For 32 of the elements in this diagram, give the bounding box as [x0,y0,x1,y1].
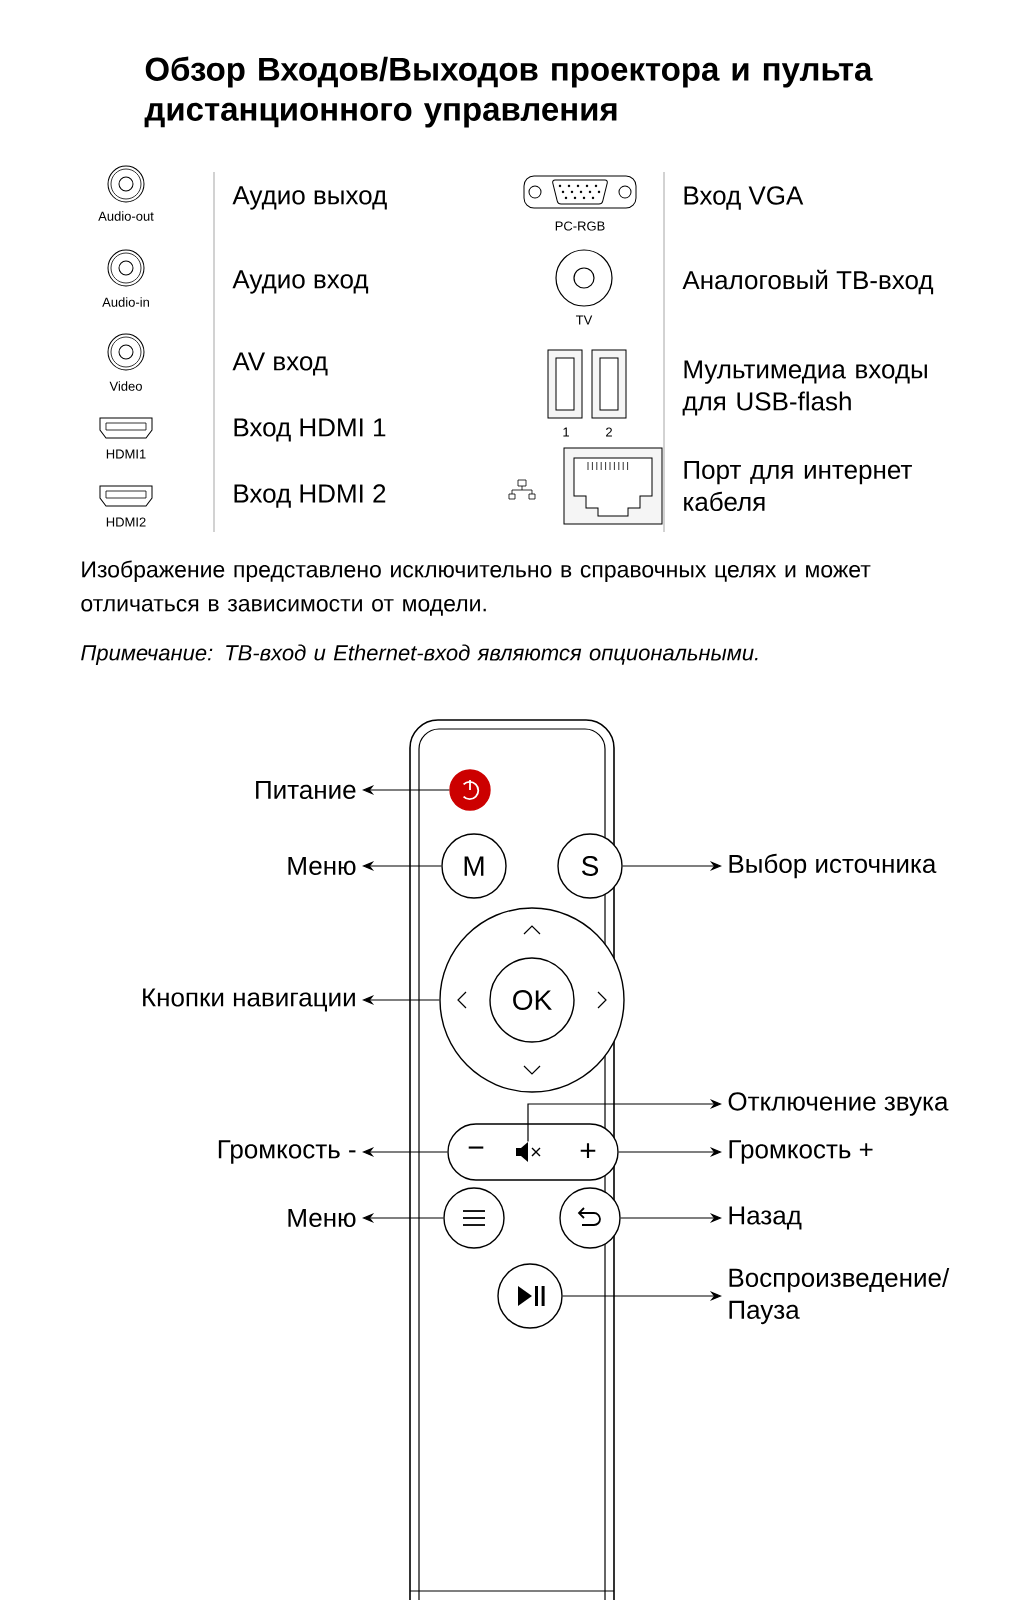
disclaimer-note: Изображение представлено исключительно в справочных целях и может отличаться в зависимости от модели. [81,560,871,616]
port-label: Аналоговый ТВ-вход [682,269,934,295]
callout-label: Воспроизведение/ Пауза [729,1267,950,1325]
title: Обзор Входов/Выходов проектора и пульта дистанционного управления [144,56,873,128]
port-label: Вход HDMI 1 [234,418,386,442]
port-label: Вход VGA [684,186,804,210]
callout-label: Отключение звука [728,1092,949,1116]
ok-button: OK [489,957,575,1043]
arrow [527,1098,722,1143]
menu-button [443,1187,505,1249]
callout-label: Меню [288,1208,356,1228]
port-label: Вход HDMI 2 [234,484,386,508]
footnote: Примечание: ТВ-вход и Ethernet-вход являются опциональными. [81,644,758,665]
callout-label: Меню [288,856,356,876]
callout-label: Кнопки навигации [143,988,355,1012]
menu-button: M [441,833,507,899]
power-button [449,769,491,811]
back-button [559,1187,621,1249]
volume-rocker: − + [447,1123,619,1181]
callout-label: Питание [256,780,356,800]
callout-label: Громкость - [218,1140,356,1164]
play-pause-button [497,1263,563,1329]
port-label: Аудио вход [232,270,369,294]
callout-label: Назад [729,1206,802,1230]
source-button: S [557,833,623,899]
port-label: Мультимедиа входы для USB-flash [682,360,927,416]
port-label: Порт для интернет кабеля [684,460,912,512]
mute-icon [516,1142,541,1162]
port-label: AV вход [232,352,328,376]
port-label: Аудио выход [232,186,387,210]
callout-label: Громкость + [729,1140,873,1164]
callout-label: Выбор источника [729,853,937,879]
